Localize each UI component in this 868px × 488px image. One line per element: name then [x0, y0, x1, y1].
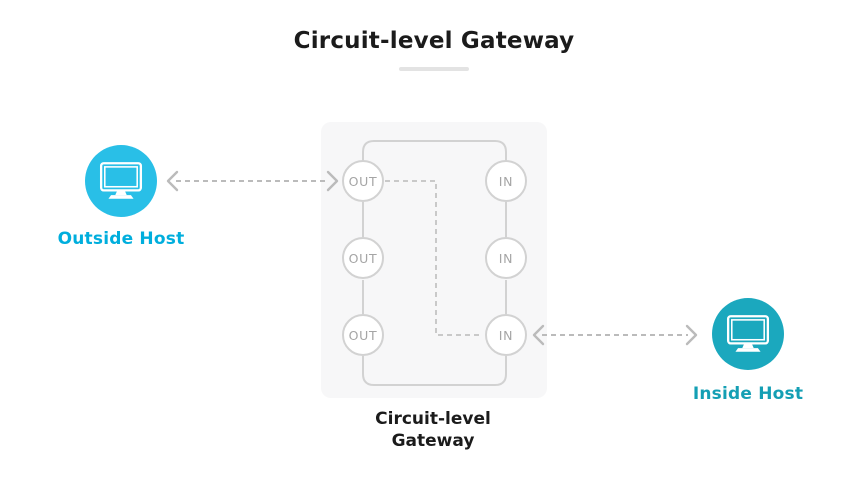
- monitor-icon: [726, 315, 770, 352]
- gateway-caption-line1: Circuit-level: [375, 409, 491, 429]
- outside-host-label: Outside Host: [57, 229, 185, 249]
- monitor-icon: [99, 162, 143, 199]
- title-underline-divider: [399, 67, 469, 71]
- arrowhead-left-icon: [166, 170, 179, 192]
- in-port-1: IN: [485, 160, 527, 202]
- page-title: Circuit-level Gateway: [293, 28, 575, 54]
- out-port-3: OUT: [342, 314, 384, 356]
- out-port-2: OUT: [342, 237, 384, 279]
- gateway-caption: Circuit-level Gateway: [333, 408, 533, 452]
- in-port-2: IN: [485, 237, 527, 279]
- in-port-3: IN: [485, 314, 527, 356]
- inside-host-avatar: [712, 298, 784, 370]
- inside-host-label: Inside Host: [692, 384, 804, 404]
- out-port-1: OUT: [342, 160, 384, 202]
- gateway-caption-line2: Gateway: [391, 431, 475, 451]
- outside-host-avatar: [85, 145, 157, 217]
- arrowhead-right-icon: [685, 324, 698, 346]
